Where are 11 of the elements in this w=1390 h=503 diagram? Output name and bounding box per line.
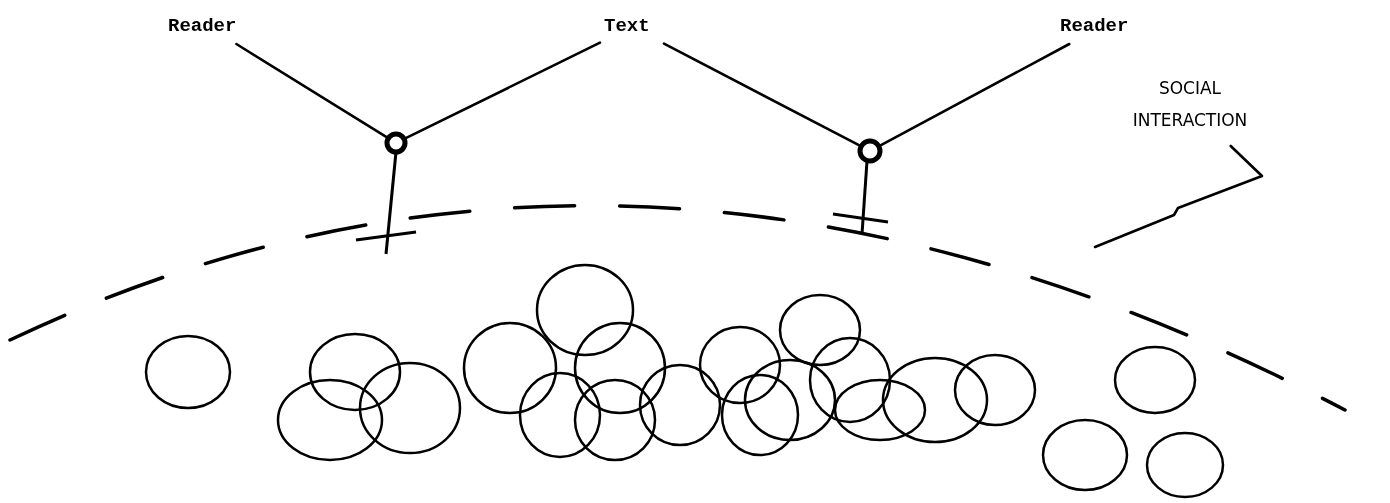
connector-line xyxy=(405,41,602,140)
connector-line xyxy=(879,42,1071,147)
junction-drawing xyxy=(832,138,889,235)
text-label: Text xyxy=(604,14,660,38)
reader-label: Reader xyxy=(1060,14,1142,38)
reader-label: Reader xyxy=(168,14,250,38)
connector-line xyxy=(235,42,388,139)
connector-line xyxy=(662,42,861,147)
handwritten-note: SOCIAL INTERACTION xyxy=(1115,72,1265,136)
junction-drawing xyxy=(355,131,417,255)
leader-line xyxy=(1093,144,1264,249)
